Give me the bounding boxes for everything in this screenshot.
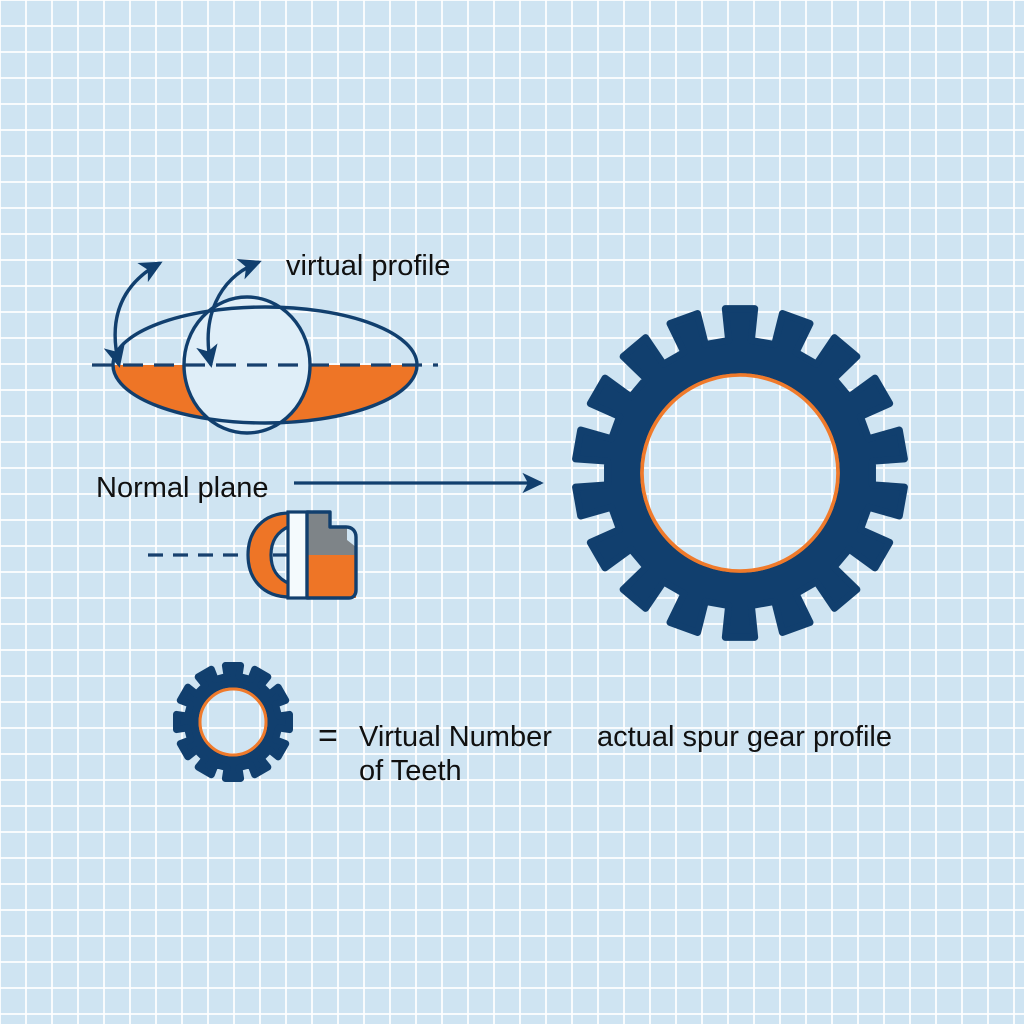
label-actual-spur-gear-profile: actual spur gear profile — [597, 721, 892, 753]
actual-spur-gear — [572, 305, 908, 641]
gear-bore-ring-overlay — [198, 687, 268, 757]
normal-plane-section — [92, 259, 438, 435]
virtual-gear — [173, 662, 293, 782]
tooth-body-lower — [307, 555, 356, 598]
label-virtual-profile: virtual profile — [286, 250, 451, 282]
tooth-white-strip — [286, 510, 310, 600]
equals-sign: = — [318, 717, 338, 755]
tooth-body-outline — [305, 510, 358, 600]
outer-profile-arrow — [103, 261, 163, 368]
normal-plane-tooth-section — [148, 510, 358, 600]
label-normal-plane: Normal plane — [96, 472, 269, 504]
label-virtual-number-of-teeth: Virtual Number of Teeth — [359, 721, 552, 788]
gear-body — [572, 305, 908, 641]
gear-body — [173, 662, 293, 782]
inner-profile-arrow — [196, 259, 262, 368]
gear-bore-ring-overlay — [640, 373, 840, 573]
tooth-body-upper — [307, 512, 356, 555]
